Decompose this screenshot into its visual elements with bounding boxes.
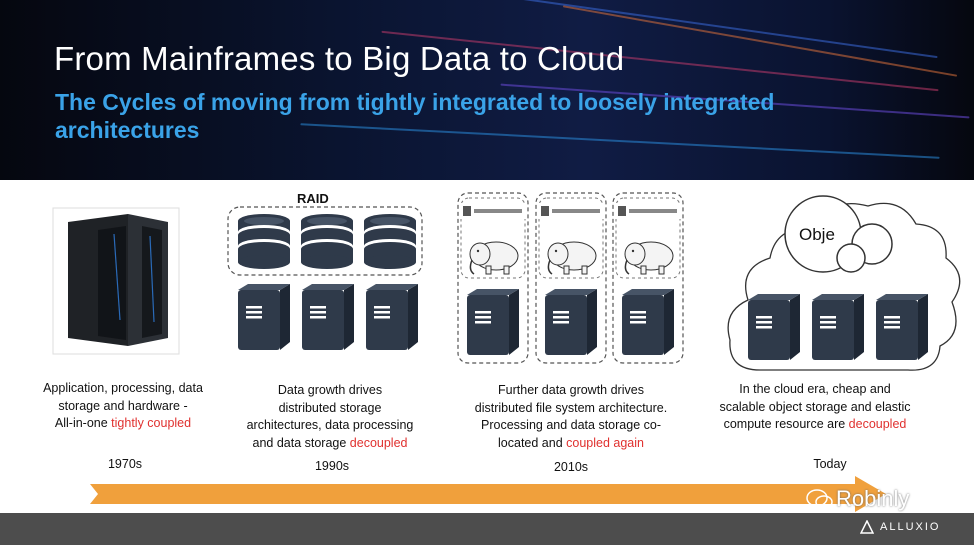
- era-label-1970s: 1970s: [107, 457, 143, 471]
- page-title: From Mainframes to Big Data to Cloud: [54, 40, 625, 77]
- hadoop-node: [457, 192, 529, 364]
- timeline-arrow: [90, 476, 886, 512]
- watermark-text: Robinly: [836, 486, 910, 511]
- raid-label: RAID: [297, 191, 329, 206]
- era-label-1990s: 1990s: [314, 459, 350, 473]
- servers-1990s: [238, 284, 418, 350]
- brand-name: ALLUXIO: [880, 521, 941, 533]
- object-storage-label: Obje: [799, 225, 835, 244]
- alluxio-logo-icon: [859, 519, 875, 534]
- description-2010s: Further data growth drives distributed f…: [474, 383, 668, 450]
- hadoop-node: [535, 192, 607, 364]
- era-label-2010s: 2010s: [553, 460, 589, 474]
- servers-cloud: [748, 294, 928, 360]
- object-storage-bubble: [784, 195, 893, 273]
- mainframe-image: [52, 207, 180, 355]
- page-subtitle: The Cycles of moving from tightly integr…: [55, 89, 775, 143]
- footer-bar: [0, 513, 974, 545]
- description-1970s: Application, processing, data storage an…: [43, 381, 203, 430]
- description-1990s: Data growth drives distributed storage a…: [246, 383, 414, 450]
- header-banner: From Mainframes to Big Data to Cloud The…: [0, 0, 974, 180]
- description-today: In the cloud era, cheap and scalable obj…: [719, 382, 911, 431]
- hadoop-node: [612, 192, 684, 364]
- era-label-today: Today: [813, 457, 847, 471]
- wechat-icon: [806, 488, 834, 510]
- raid-storage: [227, 206, 423, 276]
